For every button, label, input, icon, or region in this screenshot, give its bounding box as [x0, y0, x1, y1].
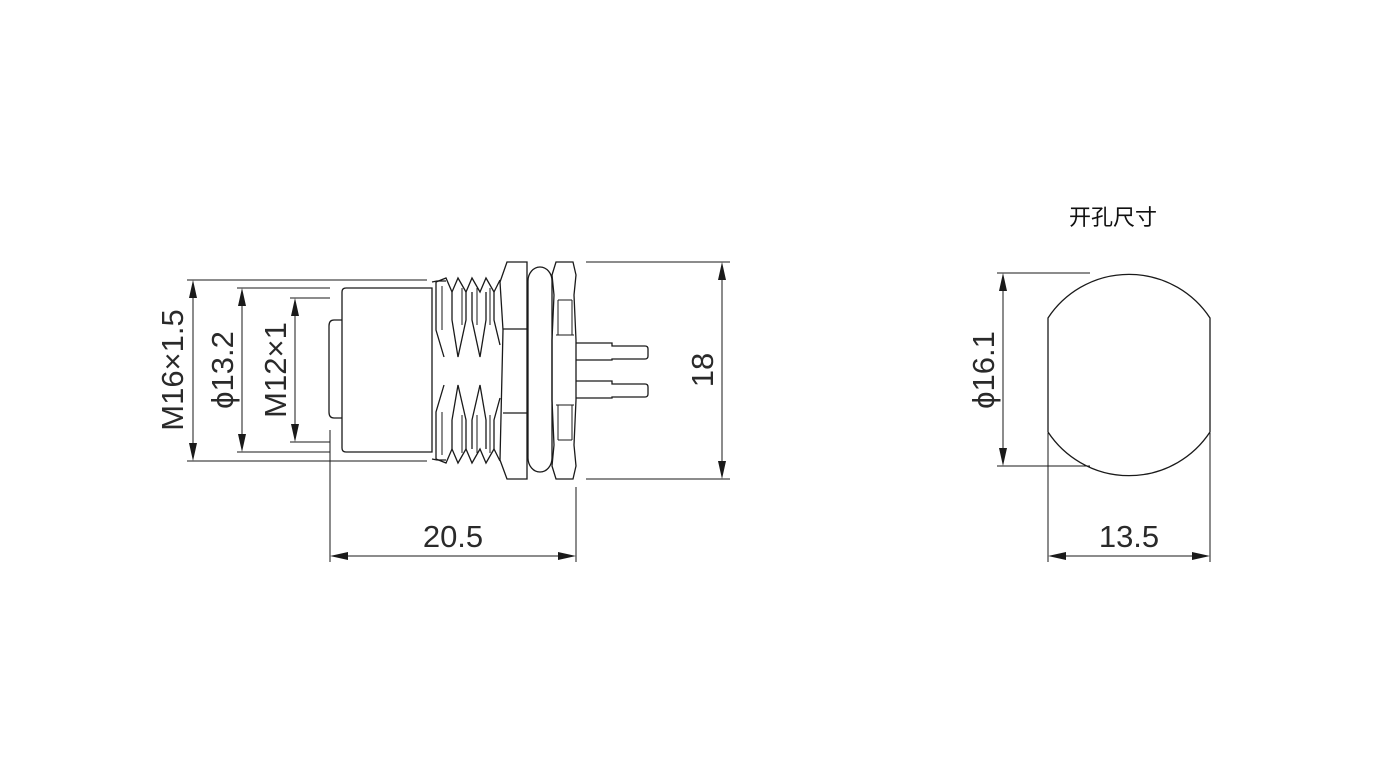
contact-pins	[576, 342, 649, 399]
o-ring	[527, 266, 553, 473]
thread-section	[431, 276, 501, 465]
extension-lines	[187, 261, 730, 562]
dim-thread-outer: M16×1.5	[155, 309, 190, 431]
dim-cutout-diameter: ϕ16.1	[966, 331, 1001, 409]
connector-side-view: M16×1.5 ϕ13.2 M12×1 18 20.5	[155, 261, 730, 562]
dim-nut-height: 18	[685, 353, 720, 387]
dim-body-diameter: ϕ13.2	[205, 331, 240, 409]
panel-cutout-view: 开孔尺寸 ϕ16.1 13.5	[966, 206, 1211, 562]
cutout-shape	[1047, 273, 1211, 477]
connector-body	[341, 287, 433, 453]
dim-cutout-flat-width: 13.5	[1099, 519, 1159, 554]
dim-length: 20.5	[423, 519, 483, 554]
connector-front-tab	[328, 319, 342, 419]
hex-nut	[499, 261, 528, 480]
lock-nut	[551, 261, 577, 480]
dim-thread-inner: M12×1	[258, 322, 293, 418]
cutout-title: 开孔尺寸	[1069, 206, 1157, 231]
